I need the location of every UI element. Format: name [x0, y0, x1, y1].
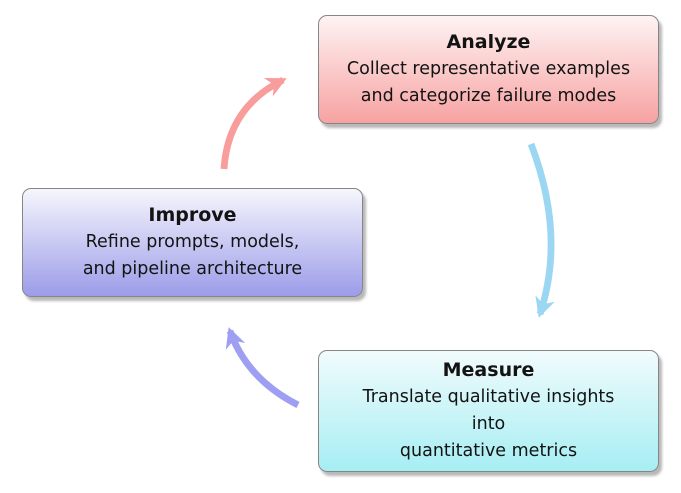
node-measure-line-2: into: [471, 414, 506, 434]
node-improve-line-2: and pipeline architecture: [82, 259, 303, 279]
arrow-measure-to-improve: [225, 327, 300, 409]
node-improve-title: Improve: [148, 204, 237, 226]
arrow-improve-to-analyze: [220, 76, 287, 170]
node-improve-line-1: Refine prompts, models,: [85, 232, 300, 252]
node-measure: Measure Translate qualitative insights i…: [318, 350, 659, 472]
node-measure-title: Measure: [442, 359, 535, 381]
node-measure-line-3: quantitative metrics: [399, 441, 578, 461]
node-analyze-title: Analyze: [446, 31, 531, 53]
node-analyze: Analyze Collect representative examples …: [318, 15, 659, 124]
node-improve: Improve Refine prompts, models, and pipe…: [22, 188, 363, 297]
node-measure-line-1: Translate qualitative insights: [362, 387, 615, 407]
node-analyze-line-1: Collect representative examples: [346, 59, 631, 79]
arrow-analyze-to-measure: [527, 142, 555, 318]
node-analyze-line-2: and categorize failure modes: [360, 86, 617, 106]
